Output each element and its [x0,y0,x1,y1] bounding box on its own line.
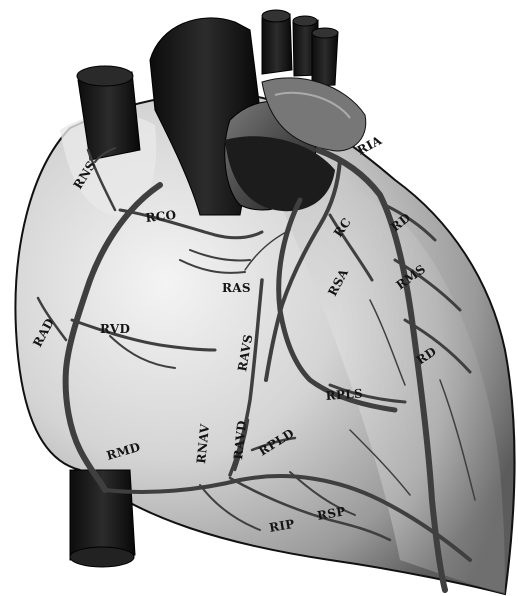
label-rpls: RPLS [325,386,363,403]
brachiocephalic-trunk [262,14,292,74]
left-subclavian [312,32,338,86]
label-rvd: RVD [100,322,130,336]
label-ras: RAS [222,281,251,295]
